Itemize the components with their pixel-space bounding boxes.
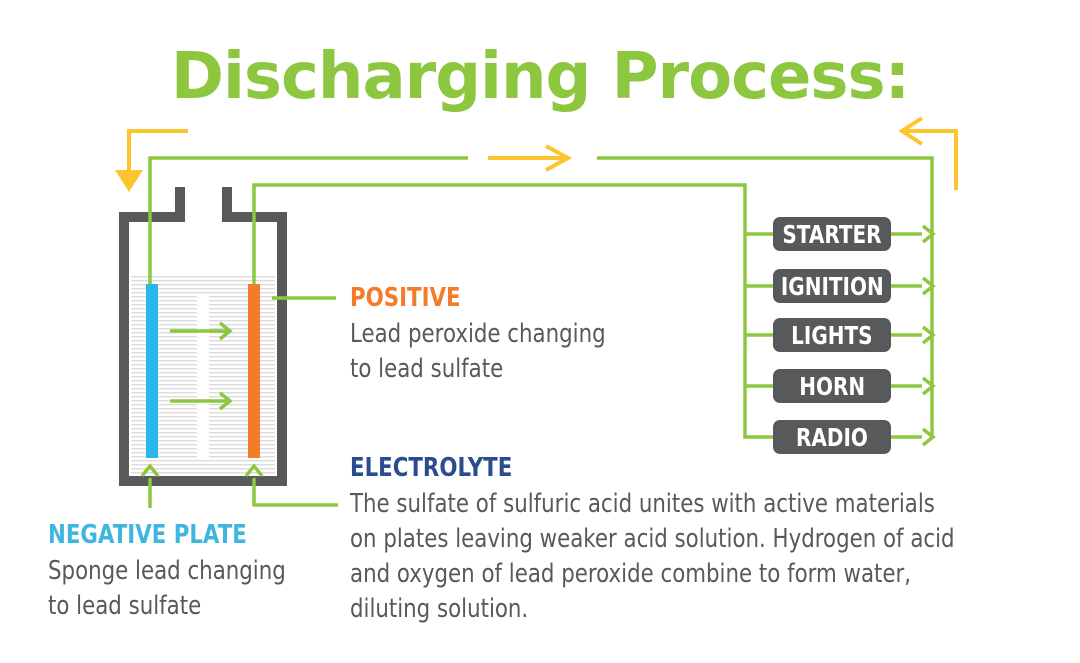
positive-line: to lead sulfate [350, 354, 504, 384]
negative-line: to lead sulfate [48, 591, 202, 621]
load-lights: LIGHTS [773, 318, 891, 352]
yellow-arrowhead-down-icon [115, 170, 143, 192]
load-horn: HORN [773, 369, 891, 403]
yellow-arrowhead-right-icon [545, 144, 573, 172]
circuit-wires [148, 156, 934, 508]
load-label: IGNITION [780, 271, 884, 301]
page-title: Discharging Process: [170, 40, 910, 114]
electrolyte-line: diluting solution. [350, 594, 529, 624]
ion-arrow-2-icon [218, 391, 233, 411]
positive-label: POSITIVE [350, 283, 461, 313]
positive-description: Lead peroxide changing to lead sulfate [350, 317, 606, 387]
negative-terminal-wire [148, 156, 468, 284]
negative-plate-description: Sponge lead changing to lead sulfate [48, 554, 286, 624]
electrolyte-line: and oxygen of lead peroxide combine to f… [350, 559, 912, 589]
load-label: HORN [799, 371, 865, 401]
electrolyte-pointer-line [252, 478, 338, 507]
load-radio: RADIO [773, 420, 891, 454]
battery-case [119, 187, 287, 486]
green-arrowheads [140, 224, 936, 478]
load-ignition: IGNITION [773, 269, 891, 303]
load-label: STARTER [782, 219, 882, 249]
positive-plate [248, 284, 260, 458]
load-label: LIGHTS [791, 320, 873, 350]
yellow-arrow-right-icon [906, 129, 958, 190]
ion-arrow-1-icon [218, 321, 233, 341]
positive-terminal-wire [252, 183, 773, 439]
yellow-arrow-left-icon [127, 129, 188, 180]
negative-plate-label: NEGATIVE PLATE [48, 520, 247, 550]
separator-plate [197, 296, 209, 458]
yellow-arrowhead-left-icon [898, 116, 924, 146]
positive-line: Lead peroxide changing [350, 319, 606, 349]
negative-line: Sponge lead changing [48, 556, 286, 586]
load-label: RADIO [796, 422, 868, 452]
load-starter: STARTER [773, 217, 891, 251]
electrolyte-line: on plates leaving weaker acid solution. … [350, 524, 955, 554]
electrolyte-pointer-arrow-icon [244, 463, 264, 478]
negative-pointer-arrow-icon [140, 463, 160, 478]
electrolyte-label: ELECTROLYTE [350, 453, 513, 483]
electrolyte-line: The sulfate of sulfuric acid unites with… [350, 489, 935, 519]
current-flow-arrows [115, 116, 958, 192]
top-return-wire [597, 156, 934, 437]
negative-plate [146, 284, 158, 458]
electrolyte-description: The sulfate of sulfuric acid unites with… [350, 487, 955, 627]
